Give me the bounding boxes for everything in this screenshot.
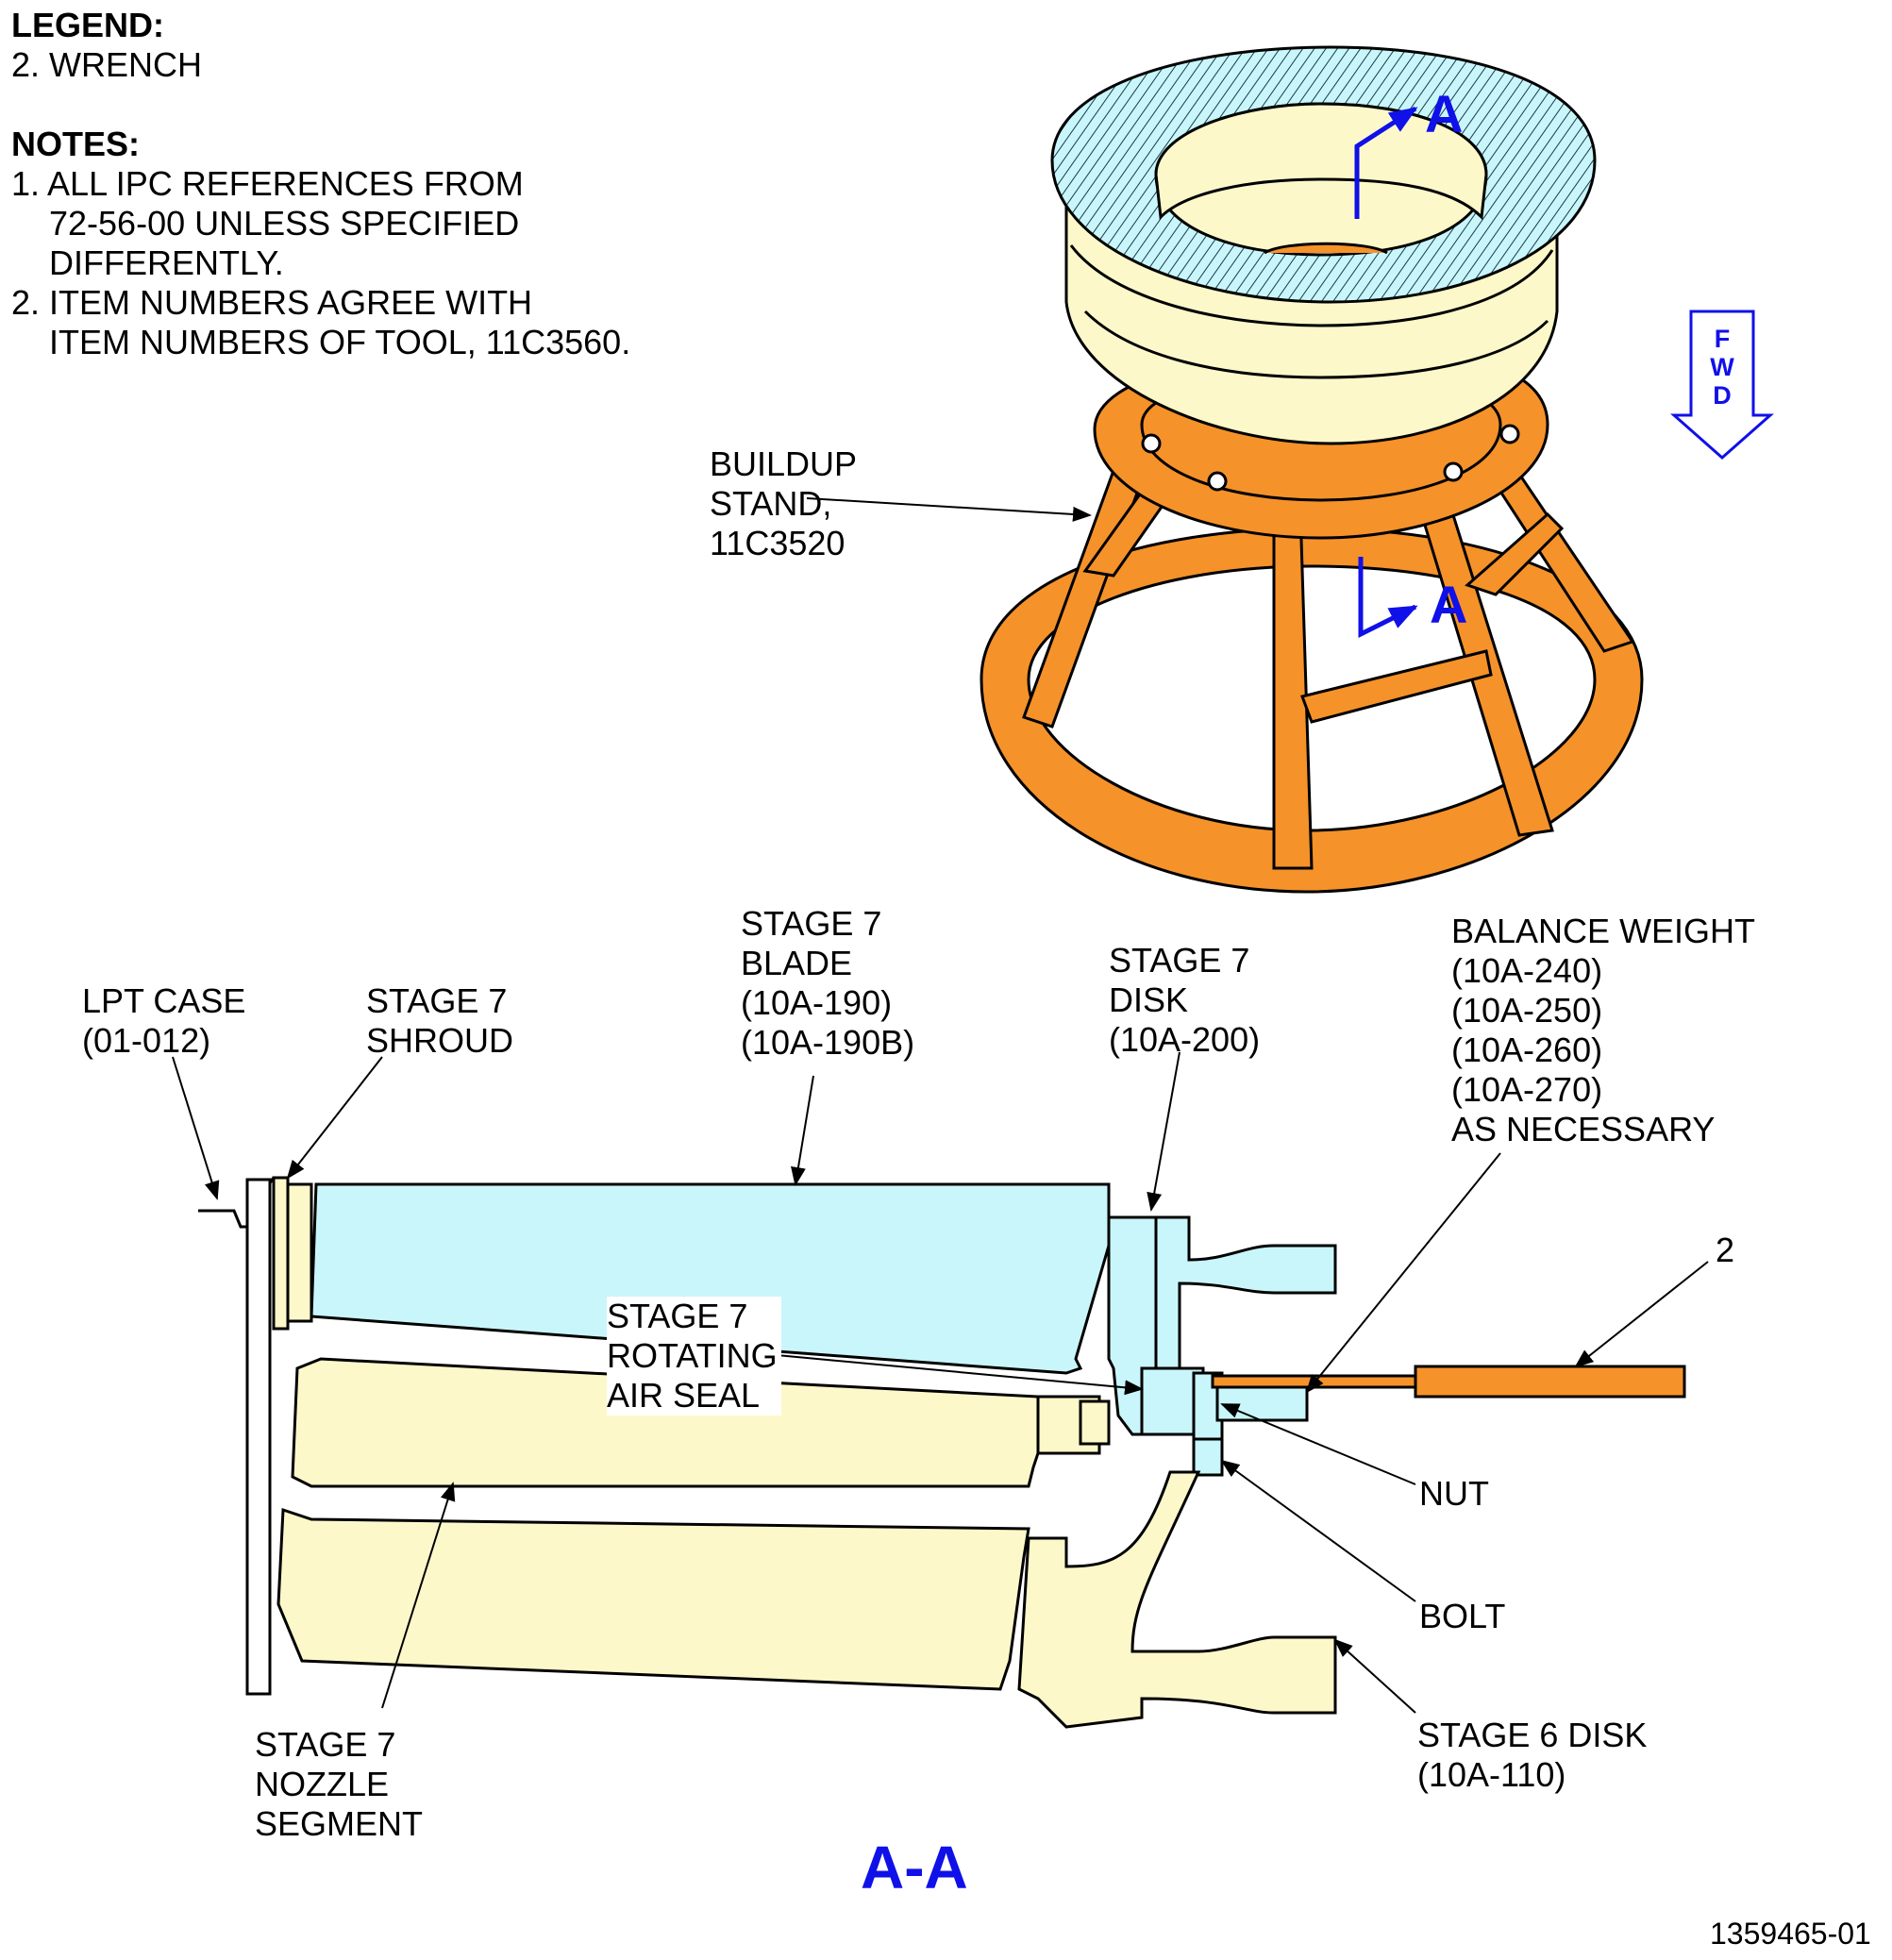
leader-disk6 bbox=[1333, 1638, 1416, 1714]
leader-blade bbox=[791, 1075, 814, 1186]
stage6-disk bbox=[1017, 1470, 1337, 1729]
stand-brace-2 bbox=[1465, 511, 1565, 596]
callout-air-seal: STAGE 7 ROTATING AIR SEAL bbox=[607, 1297, 781, 1416]
wrench-handle bbox=[1414, 1365, 1686, 1399]
callout-bolt: BOLT bbox=[1419, 1597, 1506, 1635]
stand-base-ring bbox=[979, 527, 1644, 894]
leader-shroud bbox=[286, 1056, 383, 1180]
buildup-stand-illustration bbox=[979, 45, 1644, 894]
stand-brace bbox=[1300, 649, 1493, 724]
legend-item-2: 2. WRENCH bbox=[11, 45, 203, 84]
callout-nut: NUT bbox=[1419, 1474, 1489, 1513]
leader-lpt-case bbox=[172, 1056, 220, 1200]
stage7-nozzle-upper bbox=[291, 1357, 1040, 1488]
legend-title: LEGEND: bbox=[11, 6, 164, 44]
leader-nozzle bbox=[381, 1482, 456, 1709]
callout-disk7: STAGE 7 DISK (10A-200) bbox=[1109, 941, 1261, 1059]
callout-shroud: STAGE 7 SHROUD bbox=[366, 981, 514, 1060]
fwd-l1: F bbox=[1715, 325, 1731, 353]
callout-blade: STAGE 7 BLADE (10A-190) (10A-190B) bbox=[741, 904, 915, 1062]
callout-buildup-stand: BUILDUP STAND, 11C3520 bbox=[710, 444, 858, 562]
leader-stand bbox=[806, 497, 1092, 522]
leader-bolt bbox=[1220, 1459, 1416, 1602]
leader-disk7 bbox=[1147, 1051, 1180, 1212]
stage7-blade bbox=[310, 1182, 1111, 1375]
fwd-l3: D bbox=[1713, 381, 1732, 410]
callout-balance-weight: BALANCE WEIGHT (10A-240) (10A-250) (10A-… bbox=[1451, 912, 1756, 1148]
section-title: A-A bbox=[861, 1834, 968, 1901]
section-marker-lower: A bbox=[1430, 575, 1467, 634]
leader-item2 bbox=[1574, 1261, 1709, 1368]
note-1: 1. ALL IPC REFERENCES FROM 72-56-00 UNLE… bbox=[11, 164, 524, 282]
shroud bbox=[286, 1182, 313, 1323]
bolt bbox=[1192, 1437, 1224, 1477]
callout-lpt-case: LPT CASE (01-012) bbox=[82, 981, 246, 1060]
note-2: 2. ITEM NUMBERS AGREE WITH ITEM NUMBERS … bbox=[11, 283, 631, 361]
section-cut-upper bbox=[1354, 106, 1418, 219]
section-a-a-drawing bbox=[198, 1176, 1686, 1729]
leader-lines bbox=[172, 497, 1709, 1714]
fwd-arrow bbox=[1670, 310, 1774, 461]
balance-weight bbox=[1215, 1385, 1309, 1422]
leader-nut bbox=[1220, 1403, 1416, 1485]
stage7-nozzle-lower bbox=[276, 1507, 1030, 1691]
figure-number: 1359465-01 bbox=[1710, 1917, 1871, 1951]
leader-air-seal bbox=[735, 1350, 1144, 1396]
notes-title: NOTES: bbox=[11, 125, 141, 163]
fwd-l2: W bbox=[1710, 353, 1734, 381]
section-marker-upper: A bbox=[1425, 84, 1463, 143]
section-cut-lower bbox=[1358, 557, 1418, 639]
callout-stage6-disk: STAGE 6 DISK (10A-110) bbox=[1417, 1716, 1648, 1794]
leader-balance-weight bbox=[1305, 1152, 1501, 1394]
callout-nozzle: STAGE 7 NOZZLE SEGMENT bbox=[255, 1725, 424, 1843]
callout-item-2: 2 bbox=[1716, 1231, 1735, 1269]
